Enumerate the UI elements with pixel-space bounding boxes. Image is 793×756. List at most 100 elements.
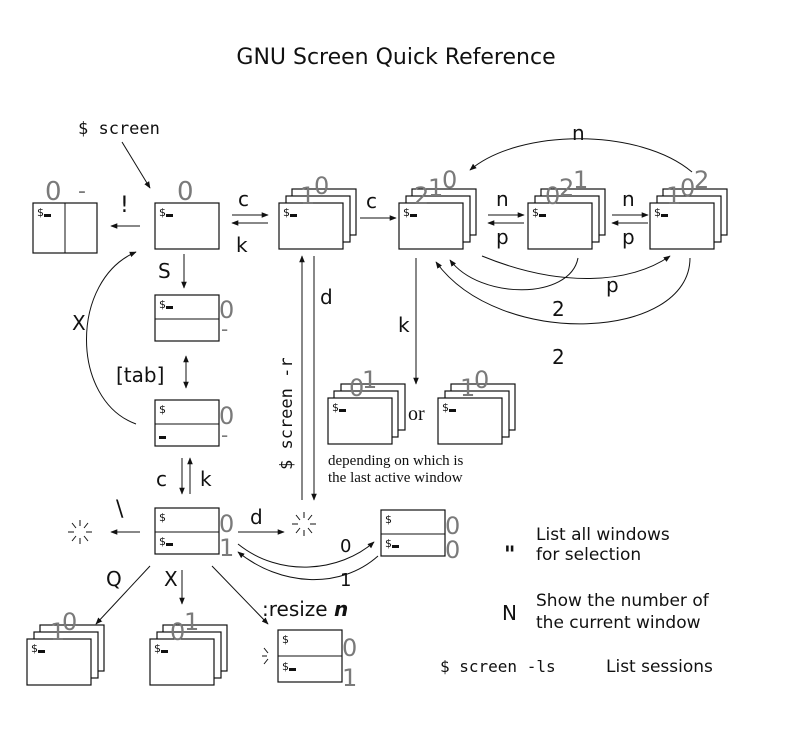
- arrow-remove-region: [86, 251, 137, 425]
- window-number-0: 0: [45, 177, 62, 207]
- prompt-symbol: $: [159, 403, 166, 416]
- depending-note-line1: depending on which is: [328, 453, 464, 469]
- window-number-0: 0: [445, 512, 460, 540]
- key-X-remove: X: [72, 311, 86, 335]
- prompt-symbol: $: [282, 633, 289, 646]
- prompt-symbol: $: [654, 206, 661, 219]
- window-stack-10: $: [278, 188, 357, 250]
- legend-ls-command: $ screen -ls: [440, 657, 556, 676]
- prompt-symbol: $: [282, 660, 289, 673]
- prompt-symbol: $: [283, 206, 290, 219]
- key-d-detach: d: [320, 285, 333, 309]
- key-tab: [tab]: [116, 363, 164, 387]
- window-dash: -: [221, 423, 228, 447]
- burst-icon: [262, 647, 269, 665]
- arrow-resize: [211, 565, 269, 625]
- window-number-1: 1: [219, 534, 234, 562]
- arrow-select-1: [237, 551, 379, 581]
- window-hsplit-focused: $: [154, 399, 220, 447]
- window-stack-102: $: [649, 188, 728, 250]
- window-stack-10-only: $: [26, 624, 105, 686]
- window-number-2: 2: [559, 174, 574, 202]
- screen-command: $ screen: [78, 119, 160, 139]
- window-stack-01-removed: $: [149, 624, 228, 686]
- window-number-0: 0: [545, 182, 560, 210]
- key-d-detach: d: [250, 505, 263, 529]
- prompt-symbol: $: [159, 298, 166, 311]
- key-2: 2: [552, 297, 565, 321]
- arrow-select-2: [435, 257, 691, 325]
- window-number-0: 0: [342, 634, 357, 662]
- key-p-wrap: p: [606, 273, 619, 297]
- arrow-next-wrap: [469, 138, 693, 173]
- depending-note-line2: the last active window: [328, 470, 463, 486]
- resize-argument: n: [334, 597, 348, 621]
- key-backslash-quit: \: [116, 497, 124, 522]
- window-stack-021: $: [527, 188, 606, 250]
- window-hsplit-same: $ $: [380, 509, 446, 557]
- key-c-create: c: [156, 467, 167, 491]
- prompt-symbol: $: [385, 513, 392, 526]
- key-p-prev: p: [622, 225, 635, 249]
- window-number-1: 1: [666, 182, 681, 210]
- key-n-next: n: [622, 187, 635, 211]
- window-number-1: 1: [460, 374, 475, 402]
- key-c-create: c: [238, 187, 249, 211]
- key-p-prev: p: [496, 225, 509, 249]
- window-number-0: 0: [314, 172, 329, 200]
- key-X-remove: X: [164, 567, 178, 591]
- window-number-0: 0: [177, 177, 194, 207]
- window-number-1: 1: [300, 182, 315, 210]
- window-vsplit: $: [32, 202, 98, 254]
- window-hsplit-two: $ $: [154, 507, 220, 555]
- key-k-kill: k: [236, 233, 248, 257]
- window-number-0: 0: [349, 374, 364, 402]
- window-number-1: 1: [573, 166, 588, 194]
- burst-icon: [68, 520, 92, 544]
- legend-quote-key: ": [504, 543, 515, 568]
- prompt-symbol: $: [159, 206, 166, 219]
- prompt-symbol: $: [154, 642, 161, 655]
- window-number-2: 2: [694, 166, 709, 194]
- window-stack-10-alt: $: [437, 383, 516, 445]
- key-k-kill: k: [398, 313, 410, 337]
- prompt-symbol: $: [37, 206, 44, 219]
- key-n-wrap: n: [572, 121, 585, 145]
- key-S-split: S: [158, 259, 171, 283]
- key-c-create: c: [366, 189, 377, 213]
- key-Q-only: Q: [106, 567, 122, 591]
- key-1: 1: [340, 570, 351, 591]
- window-number-0: 0: [170, 618, 185, 646]
- legend-quote-desc-line2: for selection: [536, 545, 641, 565]
- window-number-1: 1: [50, 618, 65, 646]
- window-dash: -: [78, 179, 86, 204]
- window-number-0: 0: [445, 536, 460, 564]
- window-number-1: 1: [342, 664, 357, 692]
- legend-quote-desc-line1: List all windows: [536, 525, 670, 545]
- legend-n-desc-line2: the current window: [536, 613, 701, 633]
- legend-ls-desc: List sessions: [606, 657, 713, 677]
- resize-command: :resize n: [262, 597, 348, 621]
- window-number-0: 0: [219, 510, 234, 538]
- key-2: 2: [552, 345, 565, 369]
- window-stack-01: $: [327, 383, 406, 445]
- window-number-1: 1: [428, 174, 443, 202]
- window-number-0: 0: [219, 296, 234, 324]
- prompt-symbol: $: [532, 206, 539, 219]
- prompt-symbol: $: [159, 535, 166, 548]
- arrow-select-0: [237, 541, 375, 568]
- prompt-symbol: $: [159, 511, 166, 524]
- key-bang: !: [120, 193, 129, 218]
- window-number-0: 0: [474, 366, 489, 394]
- key-k-kill: k: [200, 467, 212, 491]
- window-hsplit-resized: $ $: [277, 629, 343, 683]
- legend-n-desc-line1: Show the number of: [536, 591, 710, 611]
- prompt-symbol: $: [385, 537, 392, 550]
- window-dash: -: [221, 317, 228, 341]
- legend-n-key: N: [502, 601, 517, 625]
- key-0: 0: [340, 536, 351, 557]
- window-number-0: 0: [680, 174, 695, 202]
- window-number-0: 0: [442, 166, 457, 194]
- prompt-symbol: $: [442, 401, 449, 414]
